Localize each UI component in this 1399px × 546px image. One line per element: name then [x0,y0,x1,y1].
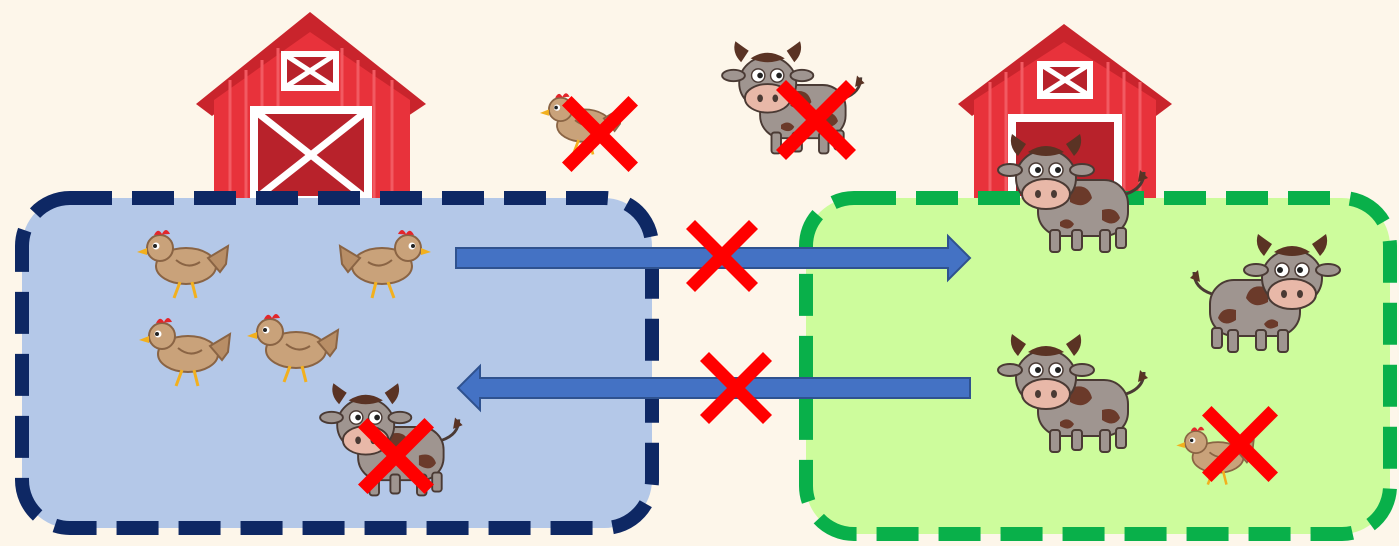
barn-left-icon [196,12,426,204]
arrow-left-icon [456,363,971,413]
